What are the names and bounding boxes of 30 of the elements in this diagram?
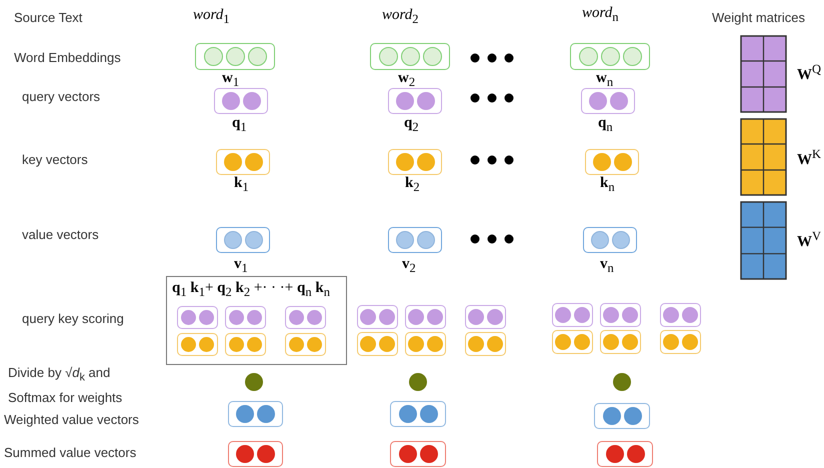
row-label: Weighted value vectors — [4, 412, 139, 427]
row-label: query key scoring — [22, 311, 124, 326]
word-label: word$_{2}$ — [382, 7, 419, 27]
row-label: key vectors — [22, 152, 88, 167]
row-label: Divide by √d$_{k}$ and Softmax for weights — [8, 364, 124, 407]
vector-label: w$_{1}$ — [222, 70, 240, 90]
vector-label: v$_{2}$ — [402, 256, 416, 276]
matrix-label: W$^{Q}$ — [797, 62, 822, 84]
word-label: word$_{1}$ — [193, 7, 230, 27]
row-label: Weight matrices — [712, 10, 805, 25]
row-label: Summed value vectors — [4, 445, 136, 460]
vector-label: k$_{1}$ — [234, 175, 249, 195]
vector-label: q$_{n}$ — [598, 115, 613, 135]
vector-label: v$_{1}$ — [234, 256, 248, 276]
vector-label: w$_{2}$ — [398, 70, 416, 90]
vector-label: q$_{1}$ — [232, 115, 247, 135]
vector-label: w$_{n}$ — [596, 70, 614, 90]
matrix-label: W$^{V}$ — [797, 229, 822, 251]
formula-text: q$_{1}$ k$_{1}$+ q$_{2}$ k$_{2}$ +· · ·+ q$_{n}$ k$_{n}$ — [172, 280, 330, 300]
word-label: word$_{n}$ — [582, 5, 619, 25]
scoring-frame — [166, 276, 347, 365]
vector-label: k$_{n}$ — [600, 175, 615, 195]
vector-label: k$_{2}$ — [405, 175, 420, 195]
row-label: query vectors — [22, 89, 100, 104]
vector-label: v$_{n}$ — [600, 256, 614, 276]
vector-label: q$_{2}$ — [404, 115, 419, 135]
row-label: Source Text — [14, 10, 82, 25]
row-label: value vectors — [22, 227, 99, 242]
matrix-label: W$^{K}$ — [797, 147, 822, 169]
row-label: Word Embeddings — [14, 50, 121, 65]
